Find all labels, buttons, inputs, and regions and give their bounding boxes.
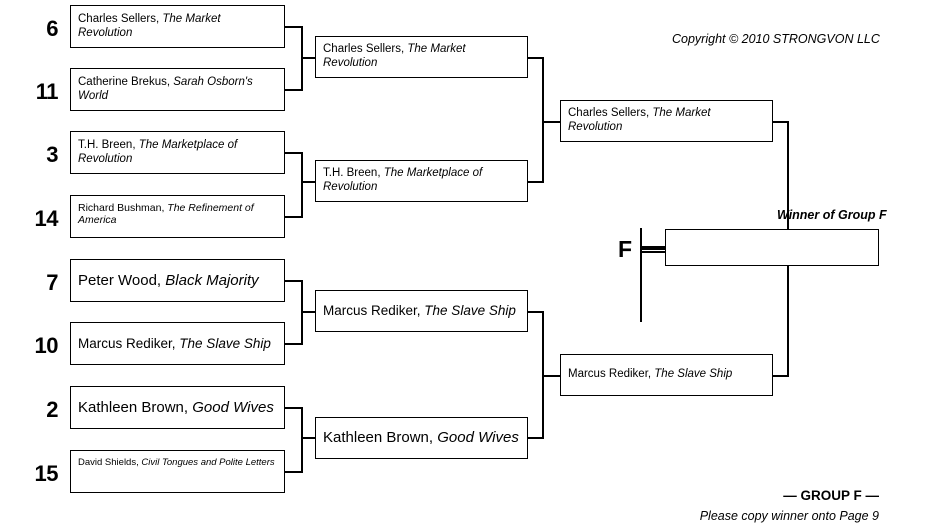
bracket-connector xyxy=(528,437,544,439)
entrant-title: Good Wives xyxy=(192,398,274,416)
bracket-connector xyxy=(285,280,303,282)
bracket-connector xyxy=(542,121,562,123)
entrant-name: David Shields, xyxy=(78,457,142,468)
entrant-title: The Slave Ship xyxy=(654,368,733,381)
entrant-name: Charles Sellers, xyxy=(78,12,163,25)
seed-number: 15 xyxy=(34,461,59,486)
bracket-connector xyxy=(285,152,303,154)
bracket-entry-box[interactable]: Kathleen Brown, Good Wives xyxy=(315,417,528,459)
bracket-entry-box[interactable]: Charles Sellers, The Market Revolution xyxy=(560,100,773,142)
entrant-title: The Refinement of America xyxy=(78,202,254,227)
seed-number: 2 xyxy=(46,397,58,422)
bracket-connector xyxy=(528,311,544,313)
entrant-name: Richard Bushman, xyxy=(78,202,168,214)
bracket-connector xyxy=(528,57,544,59)
bracket-connector xyxy=(640,228,642,322)
entrant-name: Charles Sellers, xyxy=(323,43,408,56)
copyright-notice: Copyright © 2010 STRONGVON LLC xyxy=(672,32,880,46)
entrant-title: The Slave Ship xyxy=(424,303,516,319)
entrant-title: The Market Revolution xyxy=(568,107,711,133)
bracket-connector xyxy=(301,311,317,313)
bracket-connector xyxy=(285,216,303,218)
bracket-entry-box[interactable]: Catherine Brekus, Sarah Osborn's World xyxy=(70,68,285,111)
group-footer-label: — GROUP F — xyxy=(783,488,879,503)
entrant-name: Catherine Brekus, xyxy=(78,75,174,88)
bracket-connector xyxy=(285,407,303,409)
final-winner-box[interactable] xyxy=(665,229,879,266)
bracket-connector xyxy=(301,57,317,59)
bracket-entry-box[interactable]: Marcus Rediker, The Slave Ship xyxy=(315,290,528,332)
entrant-name: Marcus Rediker, xyxy=(323,303,425,319)
bracket-entry-box[interactable]: Peter Wood, Black Majority xyxy=(70,259,285,302)
bracket-connector xyxy=(773,121,789,123)
entrant-name: Marcus Rediker, xyxy=(568,368,655,381)
entrant-title: Good Wives xyxy=(437,429,519,447)
bracket-entry-box[interactable]: Charles Sellers, The Market Revolution xyxy=(70,5,285,48)
bracket-connector xyxy=(285,471,303,473)
entrant-title: The Marketplace of Revolution xyxy=(323,167,483,193)
bracket-connector xyxy=(301,152,303,218)
bracket-connector xyxy=(787,246,789,377)
entrant-name: Kathleen Brown, xyxy=(323,429,438,447)
seed-number: 14 xyxy=(34,206,59,231)
bracket-connector xyxy=(285,26,303,28)
bracket-entry-box[interactable]: Kathleen Brown, Good Wives xyxy=(70,386,285,429)
seed-number: 3 xyxy=(46,142,58,167)
bracket-connector xyxy=(528,181,544,183)
winner-of-group-label: Winner of Group F xyxy=(777,208,887,222)
entrant-name: T.H. Breen, xyxy=(323,167,384,180)
bracket-connector xyxy=(301,407,303,473)
bracket-connector xyxy=(773,375,789,377)
bracket-connector xyxy=(301,181,317,183)
bracket-connector xyxy=(542,57,544,183)
entrant-name: Peter Wood, xyxy=(78,271,166,289)
entrant-name: Marcus Rediker, xyxy=(78,335,180,351)
footer-instruction: Please copy winner onto Page 9 xyxy=(699,509,879,523)
entrant-name: Charles Sellers, xyxy=(568,107,653,120)
entrant-title: Black Majority xyxy=(165,271,259,289)
bracket-connector xyxy=(285,343,303,345)
entrant-title: The Marketplace of Revolution xyxy=(78,138,238,165)
bracket-connector xyxy=(787,121,789,253)
bracket-entry-box[interactable]: Charles Sellers, The Market Revolution xyxy=(315,36,528,78)
bracket-entry-box[interactable]: Marcus Rediker, The Slave Ship xyxy=(560,354,773,396)
bracket-entry-box[interactable]: Marcus Rediker, The Slave Ship xyxy=(70,322,285,365)
entrant-title: Civil Tongues and Polite Letters xyxy=(141,457,275,468)
seed-number: 11 xyxy=(35,79,59,104)
entrant-title: The Market Revolution xyxy=(323,43,466,69)
seed-number: 7 xyxy=(46,270,58,295)
seed-number: 10 xyxy=(34,333,59,358)
entrant-title: Sarah Osborn's World xyxy=(78,75,253,102)
bracket-entry-box[interactable]: Richard Bushman, The Refinement of Ameri… xyxy=(70,195,285,238)
bracket-connector xyxy=(640,248,666,250)
seed-number: 6 xyxy=(46,16,58,41)
bracket-entry-box[interactable]: T.H. Breen, The Marketplace of Revolutio… xyxy=(70,131,285,174)
entrant-title: The Market Revolution xyxy=(78,12,221,39)
bracket-entry-box[interactable]: David Shields, Civil Tongues and Polite … xyxy=(70,450,285,493)
bracket-connector xyxy=(301,437,317,439)
entrant-name: T.H. Breen, xyxy=(78,138,139,151)
bracket-entry-box[interactable]: T.H. Breen, The Marketplace of Revolutio… xyxy=(315,160,528,202)
bracket-connector xyxy=(542,375,562,377)
bracket-connector xyxy=(285,89,303,91)
entrant-title: The Slave Ship xyxy=(179,335,271,351)
entrant-name: Kathleen Brown, xyxy=(78,398,193,416)
group-letter-label: F xyxy=(618,236,633,262)
